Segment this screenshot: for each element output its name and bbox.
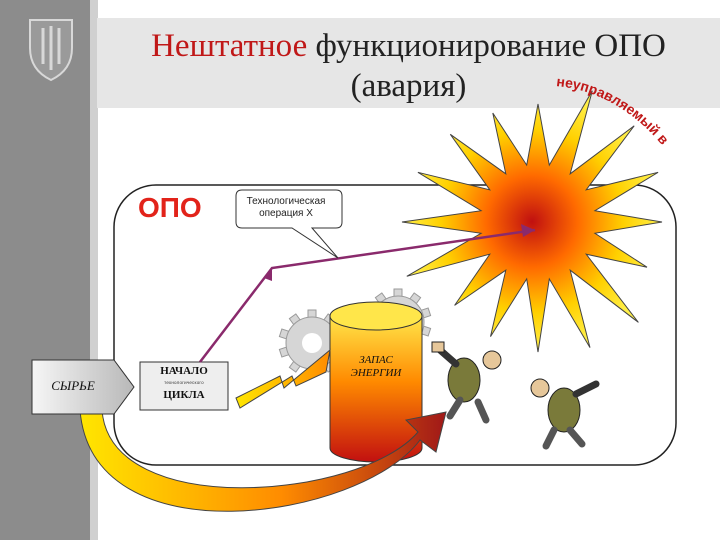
raw-material-arrow xyxy=(31,359,135,415)
lightning-bolt-icon xyxy=(235,348,331,409)
explosion-burst xyxy=(401,90,663,353)
energy-store-cylinder xyxy=(329,301,423,463)
energy-store-label: ЗАПАС ЭНЕРГИИ xyxy=(350,354,402,379)
title-band xyxy=(97,18,720,108)
title-line2: (авария) xyxy=(350,68,467,104)
cycle-end-label: ЦИКЛА xyxy=(163,389,205,401)
process-path-arrow xyxy=(199,224,536,363)
callout-bubble xyxy=(235,189,343,259)
callout-text: Технологическая операция Х xyxy=(246,196,326,219)
page-title: Нештатное функционирование ОПО (авария) xyxy=(97,26,720,106)
worker-figure-icon xyxy=(530,378,600,450)
title-rest: функционирование ОПО xyxy=(315,28,666,64)
title-accent: Нештатное xyxy=(151,28,308,64)
raw-material-label: СЫРЬЕ xyxy=(51,378,95,393)
sidebar-edge xyxy=(90,0,98,540)
feed-arrow xyxy=(79,409,447,512)
worker-figure-icon xyxy=(431,341,502,424)
opo-boundary xyxy=(113,184,677,466)
cycle-small-label: технологического xyxy=(164,380,204,385)
cycle-start-box xyxy=(139,361,229,411)
opo-label: ОПО xyxy=(138,192,202,223)
cycle-start-label: НАЧАЛО xyxy=(160,365,208,377)
shield-logo-icon xyxy=(29,19,73,82)
sidebar-band xyxy=(0,0,96,540)
